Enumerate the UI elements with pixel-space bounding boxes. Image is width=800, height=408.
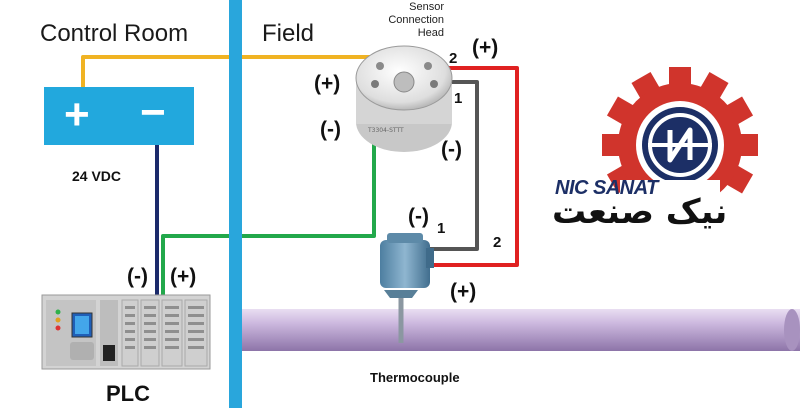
- voltage-label: 24 VDC: [72, 168, 122, 184]
- red-plus-label: (+): [472, 36, 499, 59]
- plc-label: PLC: [106, 381, 150, 406]
- sensor-head-line2: Connection: [388, 14, 444, 26]
- plc-minus-label: (-): [127, 265, 148, 288]
- sensor-head-caption: Sensor Connection Head: [364, 1, 444, 40]
- ps-minus-symbol: −: [140, 88, 166, 137]
- head-terminal-1: 1: [454, 90, 463, 107]
- green-wire: [161, 100, 376, 297]
- thermocouple-sensor: [380, 233, 434, 343]
- logo-persian-text: نیک صنعت: [552, 192, 728, 232]
- sensor-head-line3: Head: [417, 27, 444, 39]
- head-minus-label: (-): [320, 118, 341, 141]
- sensor-head-line1: Sensor: [409, 1, 444, 13]
- tc-terminal-1: 1: [437, 220, 446, 237]
- thermocouple-label: Thermocouple: [370, 370, 460, 385]
- control-room-title: Control Room: [40, 20, 189, 47]
- control-field-divider: [229, 0, 242, 408]
- logo-latin-text: NIC SANAT: [555, 177, 658, 199]
- head-plus-label: (+): [314, 72, 341, 95]
- tc-plus-label: (+): [450, 280, 477, 303]
- nic-sanat-logo-graphic: [602, 67, 758, 220]
- tc-terminal-2: 2: [493, 234, 502, 251]
- plc-rack: [41, 294, 211, 370]
- pipe: [240, 309, 800, 351]
- red-wire: [430, 66, 519, 267]
- gray-minus-label: (-): [441, 138, 462, 161]
- plc-plus-label: (+): [170, 265, 197, 288]
- gray-wire: [430, 80, 479, 251]
- head-terminal-2: 2: [449, 50, 458, 67]
- tc-minus-label: (-): [408, 205, 429, 228]
- power-supply-24vdc: + −: [44, 87, 194, 145]
- sensor-connection-head: T3304-STTT: [355, 45, 453, 152]
- field-title: Field: [262, 20, 315, 47]
- svg-text:T3304-STTT: T3304-STTT: [367, 127, 404, 134]
- ps-plus-symbol: +: [64, 90, 90, 139]
